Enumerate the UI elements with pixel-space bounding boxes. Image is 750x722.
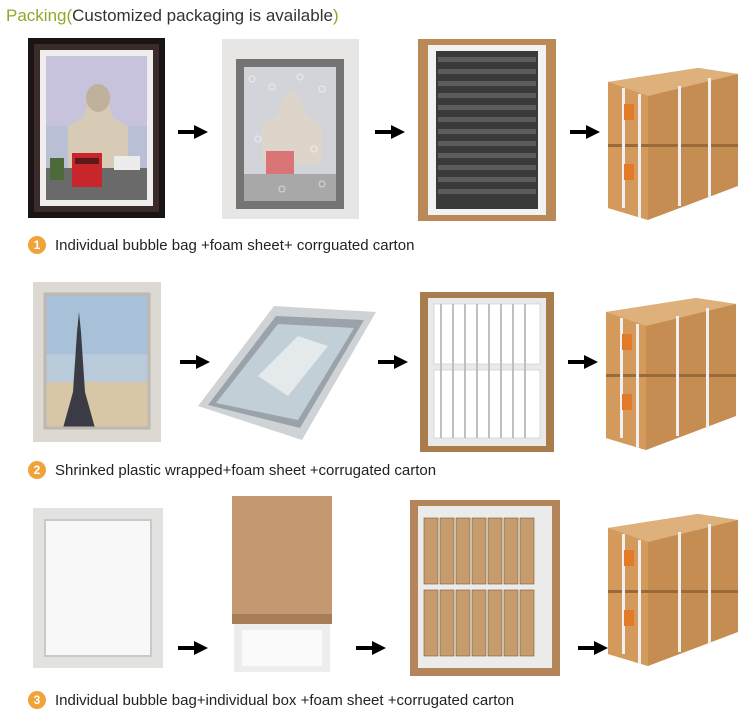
stacked-cartons-photo: [608, 68, 738, 220]
stacked-cartons-photo: [608, 514, 738, 666]
arrow-right-icon: [378, 355, 408, 369]
arrow-right-icon: [178, 641, 208, 655]
title-suffix: ): [332, 6, 339, 25]
open-carton-boxed-frames-photo: [410, 500, 560, 676]
number-badge-icon: 1: [28, 236, 46, 254]
page-title: Packing(Customized packaging is availabl…: [6, 6, 339, 26]
step-caption: 2 Shrinked plastic wrapped+foam sheet +c…: [28, 461, 436, 479]
stacked-cartons-photo: [606, 298, 736, 450]
arrow-right-icon: [356, 641, 386, 655]
step-caption-text: Individual bubble bag +foam sheet+ corrg…: [55, 236, 415, 254]
bubble-wrapped-frame-photo: [222, 39, 359, 219]
arrow-right-icon: [568, 355, 598, 369]
black-frame-photo: [28, 38, 165, 218]
arrow-right-icon: [375, 125, 405, 139]
title-prefix: Packing(: [6, 6, 73, 25]
step-caption: 1 Individual bubble bag +foam sheet+ cor…: [28, 236, 414, 254]
arrow-right-icon: [178, 125, 208, 139]
arrow-right-icon: [180, 355, 210, 369]
individual-box-photo: [230, 496, 334, 674]
number-badge-icon: 3: [28, 691, 46, 709]
arrow-right-icon: [578, 641, 608, 655]
shrink-wrapped-frame-photo: [198, 306, 376, 440]
step-caption-text: Shrinked plastic wrapped+foam sheet +cor…: [55, 461, 437, 479]
step-caption-text: Individual bubble bag+individual box +fo…: [55, 691, 515, 709]
white-frame-photo: [33, 508, 163, 668]
number-badge-icon: 2: [28, 461, 46, 479]
arrow-right-icon: [570, 125, 600, 139]
open-carton-white-frames-photo: [420, 292, 554, 452]
eiffel-tower-frame-photo: [33, 282, 161, 442]
open-carton-stacked-frames-photo: [418, 39, 556, 221]
title-middle: Customized packaging is available: [72, 6, 333, 25]
step-caption: 3 Individual bubble bag+individual box +…: [28, 691, 514, 709]
